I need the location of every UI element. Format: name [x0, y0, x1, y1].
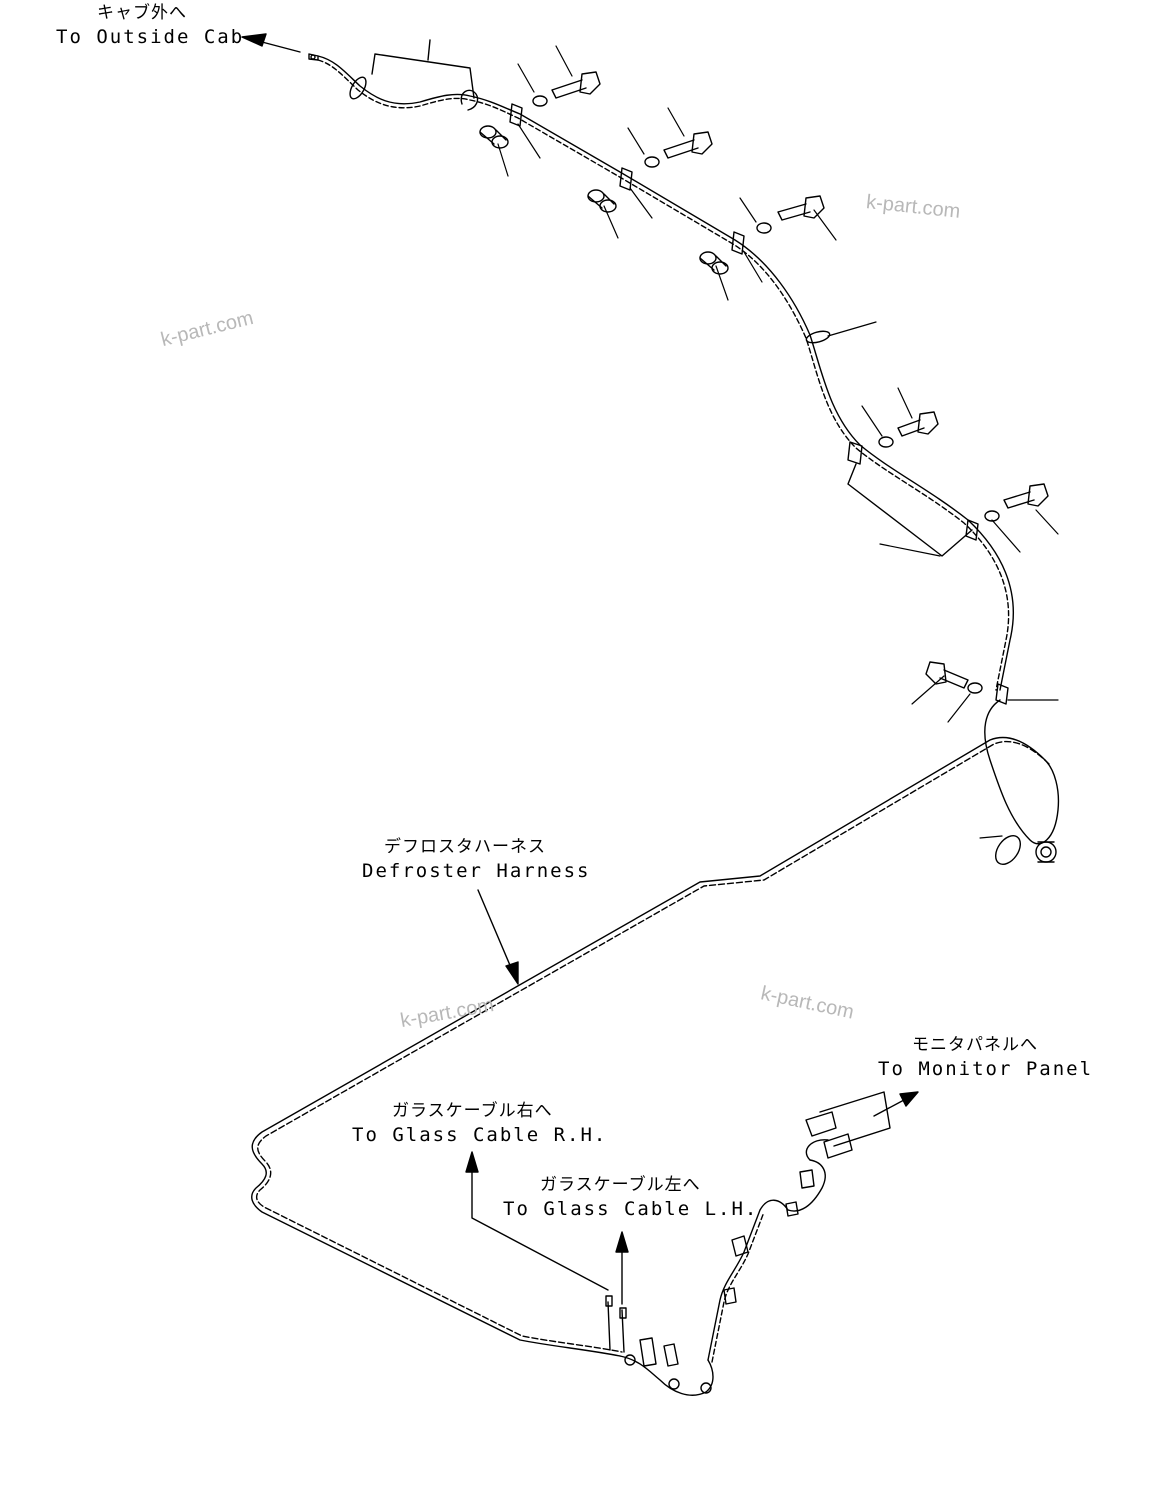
lower-assembly — [605, 1091, 891, 1396]
harness-lower-run — [251, 699, 1060, 1357]
washer-6 — [967, 682, 983, 694]
callout-leaders — [497, 45, 1059, 839]
defroster-harness-label-jp: デフロスタハーネス — [384, 837, 546, 857]
washer-3 — [756, 222, 772, 234]
arrow-glass-cable-lh — [615, 1231, 629, 1305]
arrow-monitor-panel — [873, 1091, 919, 1117]
bolt-1 — [551, 71, 601, 99]
clamp-5 — [965, 519, 979, 541]
monitor-panel-label-jp: モニタパネルへ — [912, 1035, 1038, 1055]
glass-cable-lh-label-en: To Glass Cable L.H. — [503, 1198, 759, 1220]
outside-cab-connector — [308, 53, 319, 61]
loop-clamp — [460, 89, 479, 111]
clamp-4 — [847, 441, 863, 465]
arrow-glass-cable-rh — [465, 1151, 609, 1291]
leader-box-top — [371, 39, 475, 99]
monitor-panel-label-en: To Monitor Panel — [878, 1058, 1094, 1080]
glass-cable-rh-label-en: To Glass Cable R.H. — [352, 1124, 608, 1146]
spacer-2 — [587, 189, 617, 213]
spacer-1 — [479, 125, 509, 149]
glass-cable-rh-label-jp: ガラスケーブル右へ — [392, 1101, 553, 1121]
bolt-5 — [1003, 483, 1049, 509]
clamp-6 — [995, 683, 1009, 705]
bolt-2 — [663, 131, 713, 159]
grommet — [349, 76, 367, 100]
washer-2 — [644, 156, 660, 168]
outside-cab-label-jp: キャブ外へ — [97, 3, 187, 23]
bolt-3 — [777, 195, 825, 221]
washer-5 — [984, 510, 1000, 522]
glass-cable-lh-label-jp: ガラスケーブル左へ — [540, 1175, 701, 1195]
bolt-6 — [925, 661, 969, 689]
grommet-lower — [994, 834, 1022, 866]
harness-upper-run — [317, 55, 1014, 691]
clamp-2 — [619, 167, 633, 191]
cable-tie — [805, 330, 831, 344]
leader-box-middle — [847, 463, 973, 557]
defroster-harness-label-en: Defroster Harness — [362, 860, 591, 882]
outside-cab-label-en: To Outside Cab — [56, 26, 245, 48]
clamp-3 — [731, 231, 745, 255]
bolt-4 — [897, 411, 939, 437]
arrow-outside-cab — [241, 33, 301, 53]
spacer-3 — [699, 251, 729, 275]
connector-right — [1035, 841, 1057, 863]
washer-4 — [878, 436, 894, 448]
washer-1 — [532, 95, 548, 107]
arrow-defroster — [477, 889, 519, 985]
